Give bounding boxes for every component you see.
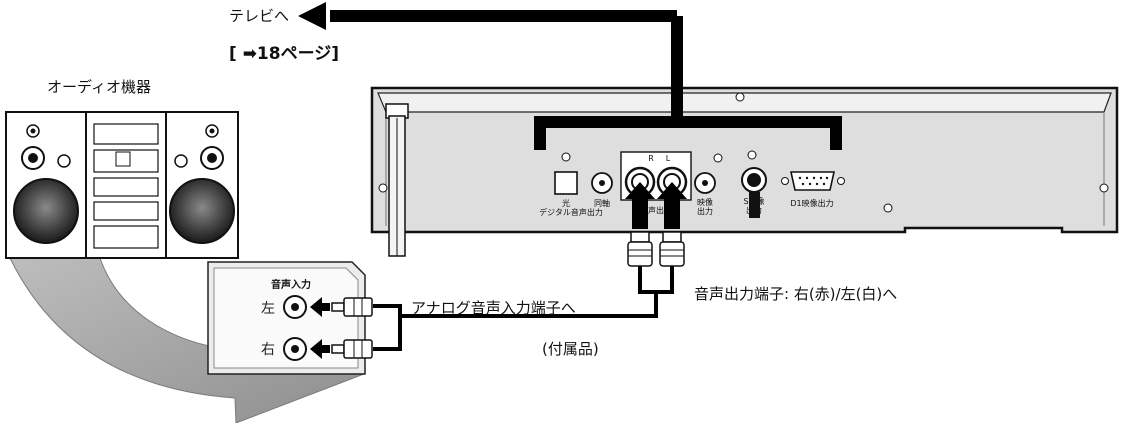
coaxial-label: 同軸	[594, 198, 610, 208]
swoosh-arrow	[9, 257, 366, 424]
audio-out-label: 音声出力	[640, 205, 672, 215]
arrow-left-icon	[310, 297, 322, 317]
to-tv-label: テレビへ	[229, 7, 290, 25]
d1-video-out-label: D1映像出力	[790, 198, 833, 208]
analog-audio-input-label: アナログ音声入力端子へ	[411, 299, 576, 317]
digital-audio-out-label: デジタル音声出力	[539, 207, 603, 217]
left-channel-label: 左	[261, 301, 275, 317]
audio-input-title: 音声入力	[271, 278, 311, 291]
recorder-back-panel: 光 デジタル音声出力 同軸 R L 音声出力 映像 出力 S映像 出力 D1映像…	[370, 86, 1119, 257]
audio-equipment-illustration	[5, 111, 239, 259]
audio-equipment-label: オーディオ機器	[47, 78, 151, 96]
page-reference-link[interactable]: [ ➡18ページ]	[229, 44, 340, 64]
arrow-left-icon	[298, 2, 326, 30]
channel-l-label: L	[666, 154, 671, 163]
audio-out-terminals-label: 音声出力端子: 右(赤)/左(白)へ	[694, 285, 898, 303]
optical-label: 光	[562, 198, 570, 208]
supplied-accessory-label: (付属品)	[542, 340, 599, 358]
right-channel-label: 右	[261, 342, 275, 358]
tv-video-cable	[298, 2, 842, 150]
recorder-rca-plugs	[625, 182, 687, 267]
rca-audio-cable	[373, 266, 674, 351]
video-out-label-1: 映像	[697, 197, 713, 207]
receiver-input-panel: 音声入力 左 右	[207, 261, 373, 375]
arrow-left-icon	[310, 339, 322, 359]
channel-r-label: R	[648, 154, 654, 163]
video-out-label-2: 出力	[697, 206, 713, 216]
